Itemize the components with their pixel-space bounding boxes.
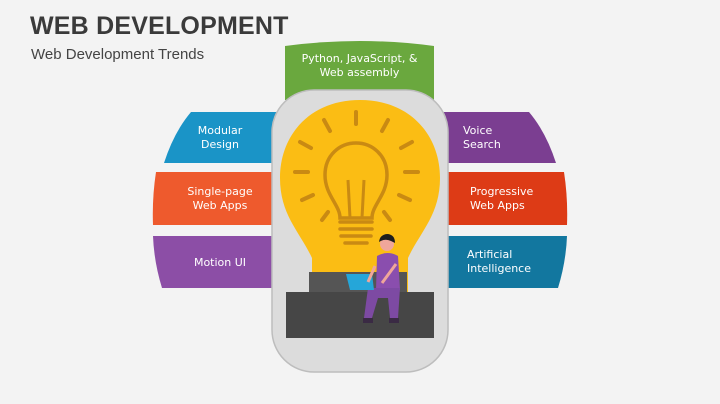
left-band-modular-design [164, 112, 300, 163]
left-band-single-page-web-apps [152, 172, 300, 225]
right-band-artificial-intelligence [420, 236, 567, 288]
right-band-progressive-web-apps [420, 172, 568, 225]
right-band-voice-search [420, 112, 556, 163]
page-title: WEB DEVELOPMENT [30, 12, 289, 40]
left-item-label-single-page-web-apps: Single-page Web Apps [187, 185, 253, 212]
left-band-motion-ui [153, 236, 300, 288]
person-with-laptop-icon [346, 234, 400, 323]
left-item-label-modular-design: Modular Design [197, 124, 243, 151]
right-item-label-artificial-intelligence: Artificial Intelligence [467, 248, 532, 275]
left-item-label-motion-ui: Motion UI [193, 256, 247, 269]
top-item-label: Python, JavaScript, & Web assembly [301, 52, 418, 79]
top-item-band [285, 41, 434, 100]
page-subtitle: Web Development Trends [31, 46, 205, 63]
lightbulb-icon [280, 100, 440, 296]
right-item-label-voice-search: Voice Search [463, 124, 501, 151]
right-item-label-progressive-web-apps: Progressive Web Apps [470, 185, 534, 212]
